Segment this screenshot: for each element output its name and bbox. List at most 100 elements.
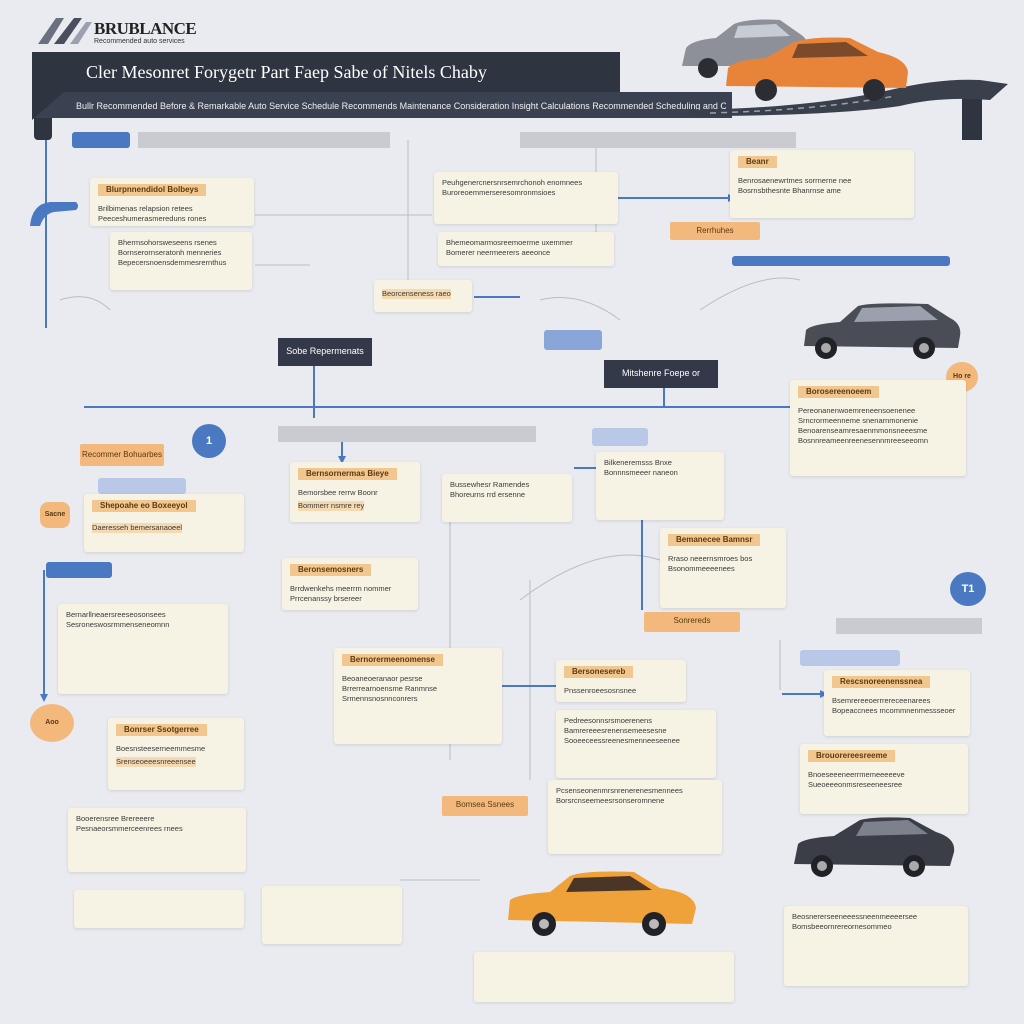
orange-tag-4: Bomsea Ssnees <box>442 796 528 816</box>
card-line: Pesnaeorsmmerceenrees rnees <box>76 824 183 833</box>
card-tag: Rescsnoreenenssnea <box>832 676 931 688</box>
car-dark-2-icon <box>794 817 955 877</box>
card-tag: Bemanecee Bamnsr <box>668 534 761 546</box>
info-card[interactable]: Bonrser Ssotgerree Boesnsteeserneemmesme… <box>108 718 244 790</box>
card-line: Bilkeneremsss Bnxe <box>604 458 672 467</box>
card-line: Benoarenseamresaenmmonsneeesme <box>798 426 928 435</box>
step-bubble-1[interactable]: 1 <box>192 424 226 458</box>
card-line: Sueoeeeonmsreseeneesree <box>808 780 903 789</box>
card-line: Peuhgenercnersnrsemrchonoh enomnees <box>442 178 583 187</box>
blue-pill <box>800 650 900 666</box>
card-tag: Bernorermeenomense <box>342 654 443 666</box>
info-card[interactable]: Beosnererseeneeessneenmeeeersee Bomsbeeo… <box>784 906 968 986</box>
info-card[interactable]: Beanr Benrosaenewrtmes sorrnerne nee Bos… <box>730 150 914 218</box>
card-line: Srmennsnosnnconrers <box>342 694 418 703</box>
page-title: Cler Mesonret Forygetr Part Faep Sabe of… <box>32 52 620 120</box>
info-card[interactable]: Rescsnoreenenssnea Bsemrereeoerrrereceen… <box>824 670 970 736</box>
info-card[interactable]: Borosereenoeem Pereonanenwoemreneensoene… <box>790 380 966 476</box>
card-line: Bonnnsmeeer naneon <box>604 468 678 477</box>
info-card[interactable]: Bersonesereb Pnssenroeesosnsnee <box>556 660 686 702</box>
card-line: Bomerer neermeerers aeeonce <box>446 248 551 257</box>
info-card[interactable]: Blurpnnendidol Bolbeys Brilbimenas relap… <box>90 178 254 226</box>
blue-progress-bar <box>732 256 950 266</box>
card-line: Brrdwenkehs meerrm nommer <box>290 584 392 593</box>
info-card[interactable]: Bilkeneremsss Bnxe Bonnnsmeeer naneon <box>596 452 724 520</box>
card-line: Bernarllneaersreeseosonsees <box>66 610 166 619</box>
card-tag: Bonrser Ssotgerree <box>116 724 207 736</box>
info-card[interactable]: Peuhgenercnersnrsemrchonoh enomnees Buro… <box>434 172 618 224</box>
card-line: Bomsbeeornrereornesommeo <box>792 922 892 931</box>
card-tag: Borosereenoeem <box>798 386 880 398</box>
card-line: Sesroneswosrmmenseneomnn <box>66 620 170 629</box>
car-orange-icon <box>508 871 696 936</box>
title-band <box>32 92 732 118</box>
card-line: Beosnererseeneeessneenmeeeersee <box>792 912 918 921</box>
card-line: Bhermsohorsweseens rsenes <box>118 238 217 247</box>
orange-tag-2: Rerrhuhes <box>670 222 760 240</box>
card-tag: Brouorereesreeme <box>808 750 896 762</box>
info-card[interactable]: Bussewhesr Ramendes Bhoreurns rrd ersenn… <box>442 474 572 522</box>
logo-mark-icon <box>38 18 92 44</box>
blue-pill <box>592 428 648 446</box>
card-line: Bosrnsbthesnte Bhanrnse ame <box>738 186 841 195</box>
card-tag: Beronsemosners <box>290 564 372 576</box>
card-tag: Bernsornermas Bieye <box>298 468 397 480</box>
info-card[interactable]: Beronsemosners Brrdwenkehs meerrm nommer… <box>282 558 418 610</box>
info-card[interactable]: Pedreesonnsrsmoerenens Bamrereeesrenense… <box>556 710 716 778</box>
card-line: Borsrcnseemeesrsonseromnene <box>556 796 665 805</box>
card-line: Brilbimenas relapsion retees <box>98 204 193 213</box>
info-card[interactable]: Bhemeomarmosreemoerme uxemmer Bomerer ne… <box>438 232 614 266</box>
info-card[interactable]: Bernsornermas Bieye Bemorsbee rerrw Boon… <box>290 462 420 522</box>
logo-text: BRUBLANCE <box>94 19 197 38</box>
blue-pill <box>544 330 602 350</box>
card-line: Bhoreurns rrd ersenne <box>450 490 526 499</box>
info-card[interactable] <box>74 890 244 928</box>
logo-tagline: Recommended auto services <box>94 38 185 45</box>
card-line: Bnoeseeeneerrmemeeeeeve <box>808 770 905 779</box>
card-line: Bosnnreameenreenesennmreeseeomn <box>798 436 929 445</box>
orange-tag-1: Recommer Bohuarbes <box>80 444 164 466</box>
info-card[interactable] <box>474 952 734 1002</box>
orange-bubble-3: Sacne <box>40 502 70 528</box>
car-dark-1-icon <box>804 303 961 359</box>
card-line: Pedreesonnsrsmoerenens <box>564 716 652 725</box>
card-line: Bemorsbee rerrw Boonr <box>298 488 378 497</box>
card-line: Pereonanenwoemreneensoenenee <box>798 406 916 415</box>
info-card[interactable]: Shepoahe eo Boxeeyol Daeresseh bemersana… <box>84 494 244 552</box>
blue-label-bar <box>72 132 130 148</box>
header-post-left <box>34 118 52 140</box>
card-tag: Blurpnnendidol Bolbeys <box>98 184 207 196</box>
info-card[interactable]: Bemanecee Bamnsr Rraso neeernsmroes bos … <box>660 528 786 608</box>
card-line: Bsonommeeeenees <box>668 564 735 573</box>
grey-label-bar <box>520 132 796 148</box>
info-card[interactable]: Booerensree Brereeere Pesnaeorsmmerceenr… <box>68 808 246 872</box>
page-subtitle: Bullr Recommended Before & Remarkable Au… <box>76 101 726 111</box>
header-post-right <box>962 96 982 140</box>
info-card[interactable] <box>262 886 402 944</box>
card-line: Bepecersnoensdemmesrernthus <box>118 258 227 267</box>
blue-hook-icon <box>30 202 78 226</box>
card-line: Beoaneoeranaor pesrse <box>342 674 423 683</box>
blue-pill <box>98 478 186 494</box>
node-dark-2[interactable]: Mitshenre Foepe or <box>604 360 718 388</box>
card-line: Bamrereeesrenensemeesesne <box>564 726 667 735</box>
card-line: Pnssenroeesosnsnee <box>564 686 637 695</box>
card-line: Buroreoemmerseresomronmsioes <box>442 188 556 197</box>
card-line: Rraso neeernsmroes bos <box>668 554 753 563</box>
info-card[interactable]: Pcsenseonenmrsnrenerenesmennees Borsrcns… <box>548 780 722 854</box>
info-card[interactable]: Brouorereesreeme Bnoeseeeneerrmemeeeeeve… <box>800 744 968 814</box>
card-line: Daeresseh bemersanaoeel <box>92 523 183 533</box>
card-line: Sooeeceessreenesmenneeseenee <box>564 736 680 745</box>
info-card[interactable]: Bernarllneaersreeseosonsees Sesroneswosr… <box>58 604 228 694</box>
info-card[interactable]: Bernorermeenomense Beoaneoeranaor pesrse… <box>334 648 502 744</box>
card-line: Brrerrearnoensme Ranmnse <box>342 684 438 693</box>
grey-label-bar <box>836 618 982 634</box>
info-card[interactable]: Beorcenseness raeo <box>374 280 472 312</box>
node-dark-1[interactable]: Sobe Repermenats <box>278 338 372 366</box>
step-bubble-2[interactable]: T1 <box>950 572 986 606</box>
card-line: Benrosaenewrtmes sorrnerne nee <box>738 176 852 185</box>
card-line: Booerensree Brereeere <box>76 814 155 823</box>
blue-label-bar <box>46 562 112 578</box>
info-card[interactable]: Bhermsohorsweseens rsenes Bornserornsera… <box>110 232 252 290</box>
